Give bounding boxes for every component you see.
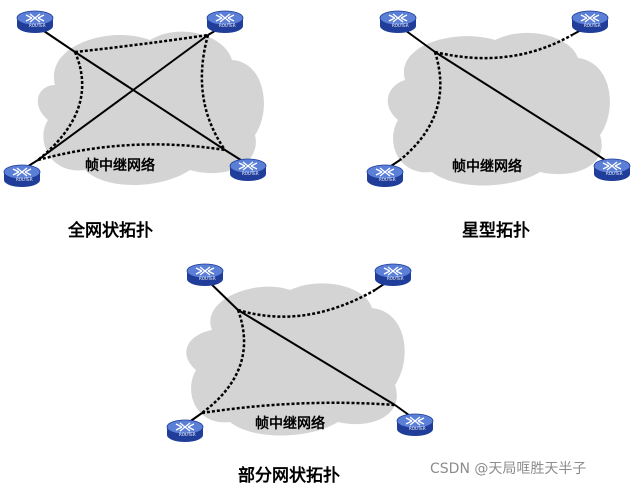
cloud-label: 帧中继网络 [85,157,155,174]
svg-text:ROUTER: ROUTER [387,276,404,281]
frame-relay-cloud [186,283,405,436]
cloud-label: 帧中继网络 [255,415,325,432]
pvc-link [200,34,227,151]
pvc-link [74,33,209,54]
router-icon: ROUTER [16,10,54,34]
svg-text:ROUTER: ROUTER [219,23,236,28]
full-mesh-caption: 全网状拓扑 [68,221,153,241]
watermark: CSDN @天局哐胜天半子 [430,461,587,477]
svg-text:ROUTER: ROUTER [16,177,33,182]
svg-text:ROUTER: ROUTER [606,171,623,176]
svg-text:ROUTER: ROUTER [29,23,46,28]
svg-text:ROUTER: ROUTER [392,23,409,28]
router-icon: ROUTER [186,263,224,287]
pvc-link [399,51,442,161]
router-icon: ROUTER [396,413,434,437]
svg-text:ROUTER: ROUTER [242,171,259,176]
full-mesh-diagram: 帧中继网络 ROUTER ROUTER ROUTER ROUTER [3,10,267,188]
partial-mesh-diagram: 帧中继网络 ROUTER ROUTER ROUTER ROUTER [166,263,434,443]
router-icon: ROUTER [366,164,404,188]
router-icon: ROUTER [379,10,417,34]
star-diagram: 帧中继网络 ROUTER ROUTER ROUTER ROUTER [366,10,631,188]
pvc-link [37,51,84,161]
svg-text:ROUTER: ROUTER [379,177,396,182]
pvc-link [434,33,573,60]
router-icon: ROUTER [166,419,204,443]
svg-text:ROUTER: ROUTER [179,432,196,437]
svg-text:ROUTER: ROUTER [584,23,601,28]
router-icon: ROUTER [374,263,412,287]
svg-text:ROUTER: ROUTER [409,426,426,431]
frame-relay-cloud [387,32,610,186]
pvc-link [201,309,246,415]
link-lines [21,24,245,171]
pvc-link [74,51,226,151]
router-icon: ROUTER [206,10,244,34]
router-icon: ROUTER [593,158,631,182]
partial-mesh-caption: 部分网状拓扑 [238,466,340,486]
router-icon: ROUTER [571,10,609,34]
svg-text:ROUTER: ROUTER [199,276,216,281]
cloud-label: 帧中继网络 [452,158,522,175]
pvc-link [237,309,396,406]
star-caption: 星型拓扑 [462,221,530,241]
router-icon: ROUTER [3,164,41,188]
pvc-link [434,51,591,151]
pvc-link [237,288,376,318]
pvc-link [201,401,396,415]
router-icon: ROUTER [229,158,267,182]
pvc-link [37,34,209,161]
pvc-link [37,143,226,162]
